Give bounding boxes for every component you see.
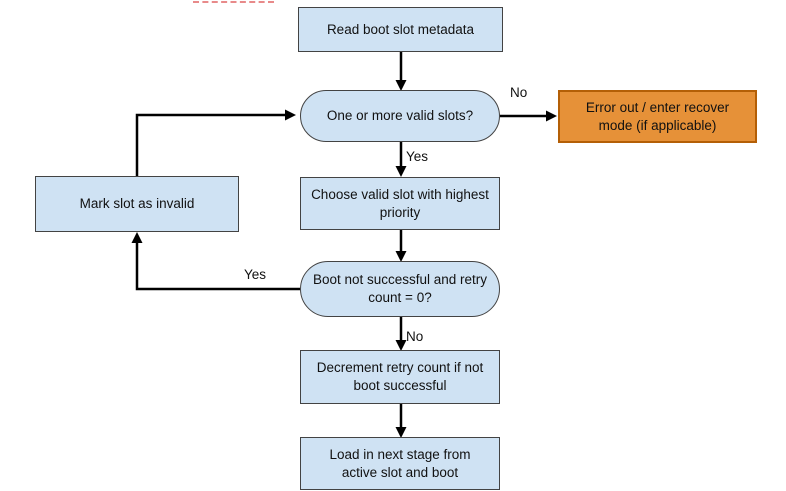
node-label: Load in next stage from active slot and … xyxy=(329,446,471,480)
arrowhead-right-error xyxy=(546,110,557,122)
node-boot-retry-question[interactable]: Boot not successful and retry count = 0? xyxy=(300,261,500,317)
edge-label-yes-choose: Yes xyxy=(406,149,429,164)
node-label: Boot not successful and retry count = 0? xyxy=(312,272,488,305)
node-label: Error out / enter recover mode (if appli… xyxy=(585,99,730,133)
edge-label-no-error: No xyxy=(510,85,528,100)
node-mark-slot-invalid[interactable]: Mark slot as invalid xyxy=(35,176,239,232)
node-choose-valid-slot[interactable]: Choose valid slot with highest priority xyxy=(300,177,500,230)
node-label: Mark slot as invalid xyxy=(79,196,195,212)
node-label: Decrement retry count if not boot succes… xyxy=(316,360,484,393)
arrowhead-down-2 xyxy=(395,166,407,177)
edge-label-yes-mark: Yes xyxy=(244,267,267,282)
arrowhead-up-mark xyxy=(131,232,143,243)
node-label: Choose valid slot with highest priority xyxy=(311,186,489,220)
node-valid-slots-question[interactable]: One or more valid slots? xyxy=(300,90,500,142)
node-load-next-stage[interactable]: Load in next stage from active slot and … xyxy=(300,437,500,490)
edge-retryq-to-mark xyxy=(135,243,300,291)
selection-dashes xyxy=(193,1,274,3)
node-decrement-retry-count[interactable]: Decrement retry count if not boot succes… xyxy=(300,350,500,404)
node-label: Read boot slot metadata xyxy=(326,21,475,37)
node-error-out-recover[interactable]: Error out / enter recover mode (if appli… xyxy=(558,90,757,143)
edge-label-no-decrement: No xyxy=(406,329,424,344)
node-read-boot-slot-metadata[interactable]: Read boot slot metadata xyxy=(298,7,503,52)
arrowhead-right-validq xyxy=(285,109,296,121)
edge-mark-to-validq xyxy=(135,113,285,176)
node-label: One or more valid slots? xyxy=(326,108,474,124)
